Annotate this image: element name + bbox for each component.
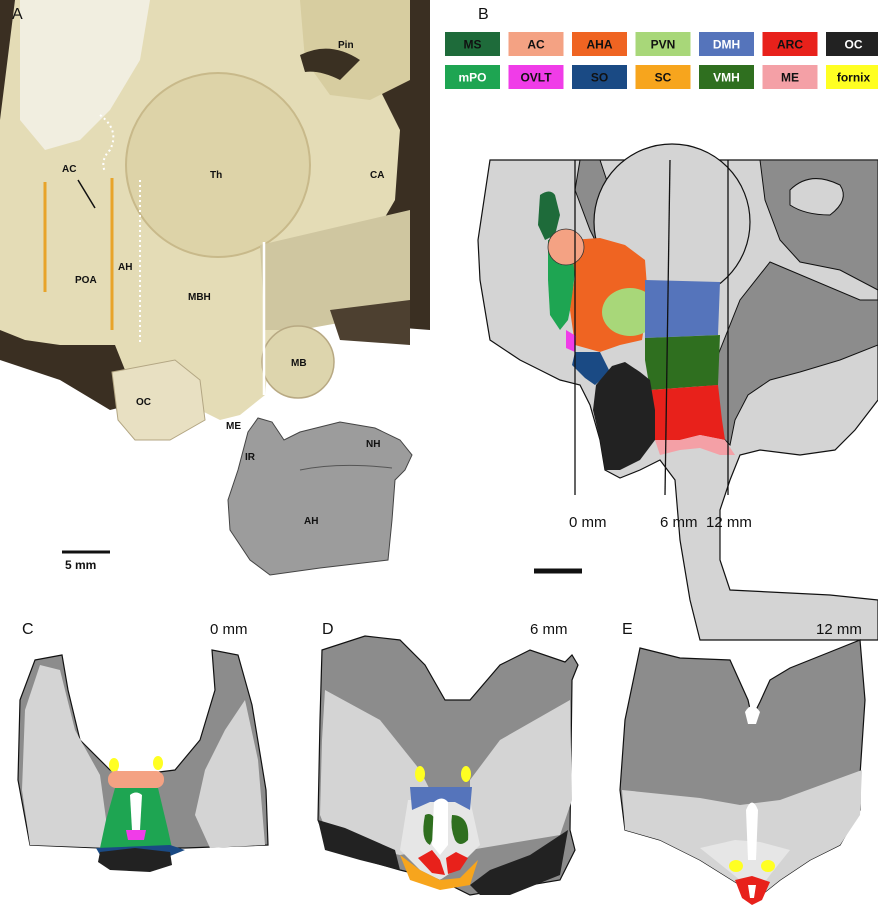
panel-letter-b: B bbox=[478, 6, 489, 23]
label-ir: IR bbox=[245, 452, 256, 463]
legend-item-ac: AC bbox=[509, 32, 564, 56]
label-oc: OC bbox=[136, 397, 151, 408]
legend-item-aha: AHA bbox=[572, 32, 627, 56]
b-section-label-0mm: 0 mm bbox=[569, 514, 607, 531]
legend-label: DMH bbox=[713, 38, 740, 52]
panel-b-schematic bbox=[478, 144, 878, 640]
panel-c-section bbox=[18, 650, 268, 872]
legend-label: AHA bbox=[587, 38, 613, 52]
legend-label: OVLT bbox=[520, 71, 552, 85]
label-ah-pituitary: AH bbox=[304, 516, 318, 527]
legend-item-ovlt: OVLT bbox=[509, 65, 564, 89]
b-section-label-12mm: 12 mm bbox=[706, 514, 752, 531]
panel-e-section bbox=[620, 640, 865, 905]
color-legend: MS AC AHA PVN DMH ARC OC mPO OVLT SO SC VMH ME fornix bbox=[445, 32, 878, 89]
scale-bar-label: 5 mm bbox=[65, 558, 96, 572]
label-ah: AH bbox=[118, 262, 132, 273]
label-poa: POA bbox=[75, 275, 97, 286]
legend-label: OC bbox=[845, 38, 863, 52]
c-section-label: 0 mm bbox=[210, 621, 248, 638]
label-ac: AC bbox=[62, 164, 76, 175]
pituitary-outline bbox=[228, 418, 412, 575]
scale-bar: 5 mm bbox=[62, 552, 110, 572]
label-nh: NH bbox=[366, 439, 380, 450]
panel-letter-c: C bbox=[22, 621, 34, 638]
legend-item-pvn: PVN bbox=[636, 32, 691, 56]
legend-item-ms: MS bbox=[445, 32, 500, 56]
legend-item-sc: SC bbox=[636, 65, 691, 89]
legend-item-oc: OC bbox=[826, 32, 878, 56]
legend-label: ARC bbox=[777, 38, 803, 52]
legend-label: MS bbox=[464, 38, 482, 52]
legend-item-fornix: fornix bbox=[826, 65, 878, 89]
b-section-label-6mm: 6 mm bbox=[660, 514, 698, 531]
panel-letter-e: E bbox=[622, 621, 633, 638]
d-section-label: 6 mm bbox=[530, 621, 568, 638]
e-section-label: 12 mm bbox=[816, 621, 862, 638]
label-mb: MB bbox=[291, 358, 307, 369]
label-mbh: MBH bbox=[188, 292, 211, 303]
legend-item-so: SO bbox=[572, 65, 627, 89]
legend-label: SC bbox=[655, 71, 672, 85]
panel-a-photo bbox=[0, 0, 430, 448]
legend-item-vmh: VMH bbox=[699, 65, 754, 89]
legend-label: AC bbox=[527, 38, 545, 52]
legend-item-dmh: DMH bbox=[699, 32, 754, 56]
legend-label: SO bbox=[591, 71, 608, 85]
panel-letter-d: D bbox=[322, 621, 334, 638]
panel-letter-a: A bbox=[12, 6, 23, 23]
legend-item-me: ME bbox=[763, 65, 818, 89]
label-me: ME bbox=[226, 421, 241, 432]
label-ca: CA bbox=[370, 170, 384, 181]
legend-label: PVN bbox=[651, 38, 676, 52]
label-th: Th bbox=[210, 170, 222, 181]
label-pin: Pin bbox=[338, 40, 354, 51]
legend-label: mPO bbox=[458, 71, 486, 85]
legend-label: ME bbox=[781, 71, 799, 85]
panel-d-section bbox=[318, 636, 578, 895]
legend-label: fornix bbox=[837, 71, 871, 85]
legend-item-mpo: mPO bbox=[445, 65, 500, 89]
legend-label: VMH bbox=[713, 71, 740, 85]
legend-item-arc: ARC bbox=[763, 32, 818, 56]
